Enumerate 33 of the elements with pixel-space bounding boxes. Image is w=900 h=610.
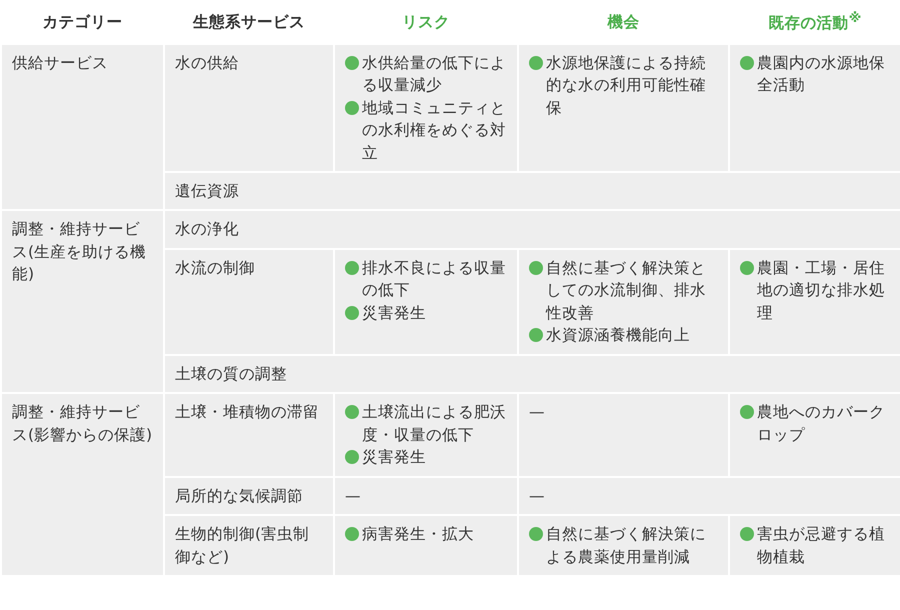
category-label: 供給サービス — [12, 54, 108, 72]
service-label: 生物的制御(害虫制御など) — [175, 525, 310, 566]
service-label: 遺伝資源 — [175, 182, 239, 200]
service-label: 局所的な気候調節 — [175, 486, 303, 505]
bullet-text: 農園・工場・居住地の適切な排水処理 — [757, 258, 886, 324]
bullet-text: 災害発生 — [362, 302, 426, 324]
column-header: 生態系サービス — [193, 13, 305, 32]
cell-text: — — [345, 486, 360, 505]
bullet-text: 害虫が忌避する植物植栽 — [757, 524, 886, 568]
column-header: 機会 — [608, 13, 640, 32]
service-label: 水流の制御 — [175, 258, 255, 277]
column-header: カテゴリー — [42, 13, 122, 32]
service-label: 水の供給 — [175, 54, 239, 72]
bullet-text: 災害発生 — [362, 447, 426, 468]
bullet-text: 農地へのカバークロップ — [757, 402, 886, 446]
category-label: 調整・維持サービス(生産を助ける機能) — [12, 220, 146, 284]
category-label: 調整・維持サービス(影響からの保護) — [12, 403, 152, 444]
cell-text: — — [529, 403, 544, 422]
bullet-text: 自然に基づく解決策としての水流制御、排水性改善 — [546, 258, 707, 324]
bullet-text: 農園内の水源地保全活動 — [757, 52, 886, 96]
bullet-text: 地域コミュニティとの水利権をめぐる対立 — [362, 98, 507, 164]
bullet-text: 水資源涵養機能向上 — [546, 325, 690, 346]
service-label: 土壌・堆積物の滞留 — [175, 403, 319, 422]
bullet-text: 自然に基づく解決策による農薬使用量削減 — [546, 524, 707, 568]
bullet-text: 水源地保護による持続的な水の利用可能性確保 — [546, 52, 707, 119]
bullet-text: 水供給量の低下による収量減少 — [362, 52, 507, 96]
bullet-text: 排水不良による収量の低下 — [362, 258, 507, 302]
bullet-text: 病害発生・拡大 — [362, 524, 474, 546]
service-label: 水の浄化 — [175, 220, 239, 238]
service-label: 土壌の質の調整 — [175, 364, 287, 383]
column-header: リスク — [402, 13, 450, 32]
bullet-text: 土壌流出による肥沃度・収量の低下 — [362, 402, 507, 446]
cell-text: — — [529, 486, 544, 505]
